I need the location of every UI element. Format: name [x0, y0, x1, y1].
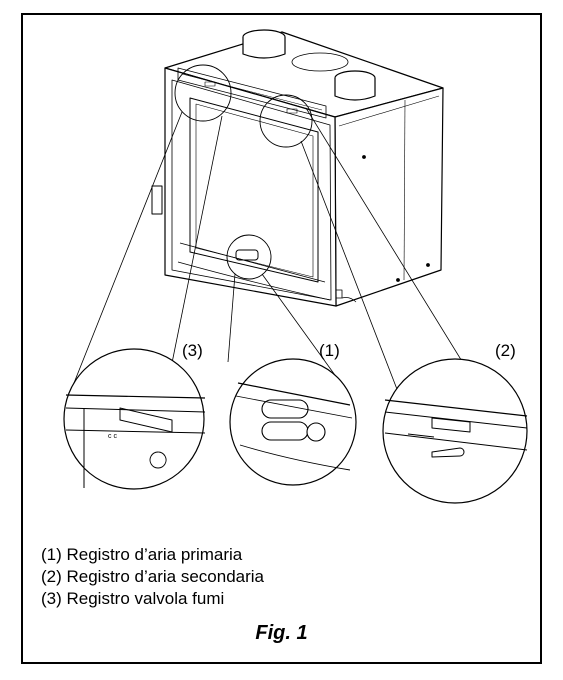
- callout-label-3: (3): [182, 341, 203, 360]
- callout-label-2: (2): [495, 341, 516, 360]
- zoom-marker-flue-valve: [174, 64, 232, 122]
- legend-item-secondary-air: (2) Registro d’aria secondaria: [41, 567, 264, 586]
- callout-label-1: (1): [319, 341, 340, 360]
- legend-item-flue-valve: (3) Registro valvola fumi: [41, 589, 225, 608]
- fireplace-insert: [151, 29, 444, 307]
- svg-text:c c: c c: [108, 433, 117, 440]
- legend: (1) Registro d’aria primaria (2) Registr…: [41, 544, 264, 610]
- detail-secondary-air: [382, 358, 528, 504]
- legend-item-primary-air: (1) Registro d’aria primaria: [41, 545, 243, 564]
- detail-primary-air: [229, 358, 357, 486]
- zoom-marker-secondary-air: [259, 94, 313, 148]
- leader-lines: [67, 107, 493, 411]
- figure-caption: Fig. 1: [255, 622, 308, 644]
- zoom-marker-primary-air: [226, 234, 272, 280]
- detail-flue-valve: c c: [63, 348, 206, 490]
